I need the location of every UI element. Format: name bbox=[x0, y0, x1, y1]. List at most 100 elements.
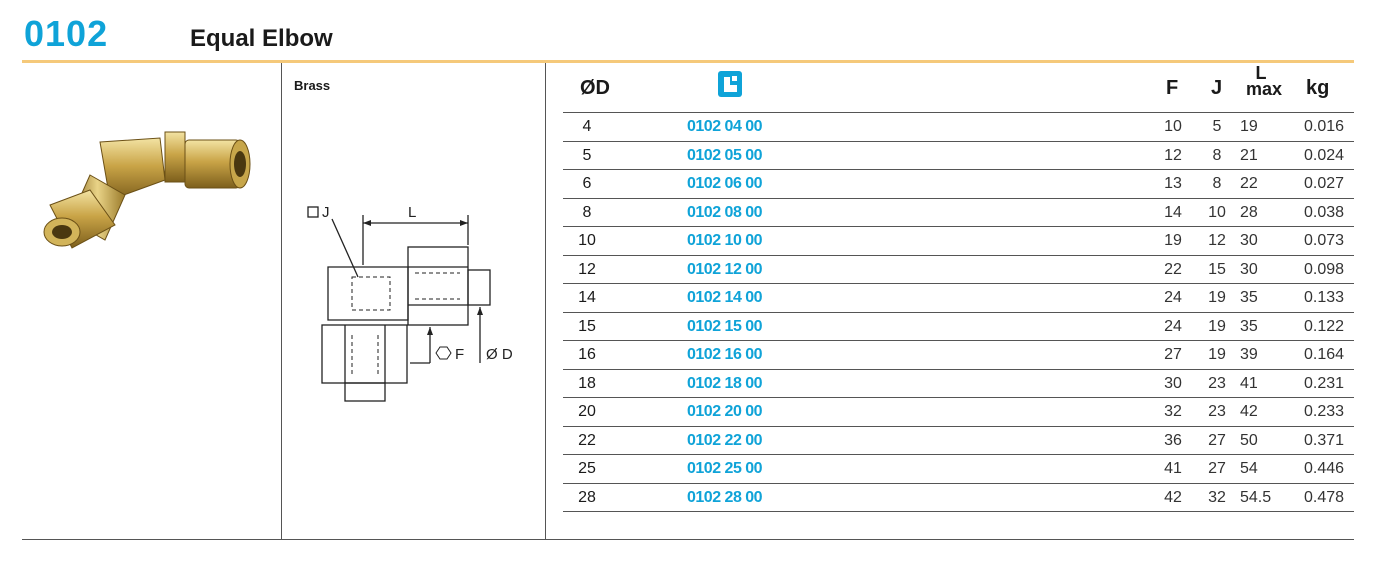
cell-article-number[interactable]: 0102 18 00 bbox=[687, 374, 763, 392]
cell-od: 22 bbox=[578, 431, 596, 449]
cell-od: 14 bbox=[578, 289, 596, 306]
cell-od: 20 bbox=[578, 403, 596, 420]
table-row: 28 0102 28 00 42 32 54.5 0.478 bbox=[563, 484, 1354, 512]
cell-kg: 0.231 bbox=[1303, 374, 1345, 392]
cell-kg: 0.024 bbox=[1303, 146, 1345, 164]
product-title: Equal Elbow bbox=[190, 25, 333, 52]
cell-article-number[interactable]: 0102 25 00 bbox=[687, 460, 763, 477]
table-header: ØD F J L max kg bbox=[563, 63, 1354, 113]
cell-article-number[interactable]: 0102 05 00 bbox=[687, 146, 763, 164]
cell-j: 15 bbox=[1208, 260, 1226, 278]
cell-od: 25 bbox=[578, 460, 596, 477]
cell-j: 5 bbox=[1212, 118, 1222, 135]
cell-od: 5 bbox=[582, 146, 592, 164]
cell-f: 24 bbox=[1164, 317, 1182, 335]
cell-l-max: 30 bbox=[1240, 232, 1258, 249]
cell-f: 30 bbox=[1164, 374, 1182, 392]
cell-l-max: 41 bbox=[1240, 374, 1258, 392]
drawing-label-d: Ø D bbox=[486, 346, 513, 363]
cell-kg: 0.164 bbox=[1303, 346, 1345, 363]
cell-kg: 0.133 bbox=[1303, 289, 1345, 306]
cell-kg: 0.233 bbox=[1303, 403, 1345, 420]
column-header-od: ØD bbox=[580, 77, 610, 99]
cell-od: 16 bbox=[578, 346, 596, 363]
cell-j: 32 bbox=[1208, 488, 1226, 506]
cell-l-max: 42 bbox=[1240, 403, 1258, 420]
cell-j: 23 bbox=[1208, 374, 1226, 392]
cell-kg: 0.478 bbox=[1303, 488, 1345, 506]
cell-l-max: 30 bbox=[1240, 260, 1258, 278]
cell-l-max: 39 bbox=[1240, 346, 1258, 363]
cell-article-number[interactable]: 0102 28 00 bbox=[687, 488, 763, 506]
cell-f: 27 bbox=[1164, 346, 1182, 363]
drawing-label-f: F bbox=[455, 346, 464, 363]
cell-f: 13 bbox=[1164, 175, 1182, 192]
cell-article-number[interactable]: 0102 04 00 bbox=[687, 118, 763, 135]
cell-article-number[interactable]: 0102 14 00 bbox=[687, 289, 763, 306]
cell-l-max: 35 bbox=[1240, 289, 1258, 306]
cell-f: 42 bbox=[1164, 488, 1182, 506]
cell-l-max: 28 bbox=[1240, 203, 1258, 221]
cell-kg: 0.038 bbox=[1303, 203, 1345, 221]
cell-article-number[interactable]: 0102 08 00 bbox=[687, 203, 763, 221]
table-row: 16 0102 16 00 27 19 39 0.164 bbox=[563, 341, 1354, 370]
cell-article-number[interactable]: 0102 06 00 bbox=[687, 175, 763, 192]
cell-j: 27 bbox=[1208, 460, 1226, 477]
cell-f: 32 bbox=[1164, 403, 1182, 420]
cell-od: 4 bbox=[582, 118, 592, 135]
cell-l-max: 50 bbox=[1240, 431, 1258, 449]
cell-article-number[interactable]: 0102 20 00 bbox=[687, 403, 763, 420]
cell-j: 19 bbox=[1208, 317, 1226, 335]
cell-kg: 0.098 bbox=[1303, 260, 1345, 278]
product-code: 0102 bbox=[24, 13, 109, 54]
cell-f: 10 bbox=[1164, 118, 1182, 135]
cell-od: 12 bbox=[578, 260, 596, 278]
table-row: 20 0102 20 00 32 23 42 0.233 bbox=[563, 398, 1354, 427]
cell-article-number[interactable]: 0102 10 00 bbox=[687, 232, 763, 249]
cell-f: 14 bbox=[1164, 203, 1182, 221]
cell-j: 19 bbox=[1208, 346, 1226, 363]
cell-kg: 0.371 bbox=[1303, 431, 1345, 449]
cell-l-max: 19 bbox=[1240, 118, 1258, 135]
cell-f: 24 bbox=[1164, 289, 1182, 306]
cell-f: 12 bbox=[1164, 146, 1182, 164]
cell-article-number[interactable]: 0102 16 00 bbox=[687, 346, 763, 363]
cell-od: 28 bbox=[578, 488, 596, 506]
cell-od: 8 bbox=[582, 203, 592, 221]
cell-kg: 0.016 bbox=[1303, 118, 1345, 135]
cell-j: 8 bbox=[1212, 146, 1222, 164]
footer-rule bbox=[22, 539, 1354, 540]
drawing-label-l: L bbox=[408, 204, 416, 221]
page-header: 0102 Equal Elbow bbox=[0, 0, 1389, 58]
cell-l-max: 22 bbox=[1240, 175, 1258, 192]
cell-j: 23 bbox=[1208, 403, 1226, 420]
column-header-j: J bbox=[1211, 77, 1223, 99]
cell-f: 41 bbox=[1164, 460, 1182, 477]
column-header-l-max: L max bbox=[1246, 63, 1283, 99]
cell-od: 6 bbox=[582, 175, 592, 192]
cell-l-max: 35 bbox=[1240, 317, 1258, 335]
cell-article-number[interactable]: 0102 15 00 bbox=[687, 317, 763, 335]
cell-l-max: 54.5 bbox=[1240, 488, 1272, 506]
table-row: 15 0102 15 00 24 19 35 0.122 bbox=[563, 313, 1354, 341]
column-divider-right bbox=[545, 63, 546, 539]
product-photo bbox=[43, 131, 251, 249]
technical-drawing: J L F Ø D bbox=[307, 204, 513, 402]
brand-logo-icon bbox=[718, 71, 742, 97]
cell-article-number[interactable]: 0102 12 00 bbox=[687, 260, 763, 278]
cell-od: 15 bbox=[578, 317, 596, 335]
cell-article-number[interactable]: 0102 22 00 bbox=[687, 431, 763, 449]
cell-j: 27 bbox=[1208, 431, 1226, 449]
cell-kg: 0.122 bbox=[1303, 317, 1345, 335]
table-row: 4 0102 04 00 10 5 19 0.016 bbox=[563, 113, 1354, 142]
column-divider-left bbox=[281, 63, 282, 539]
